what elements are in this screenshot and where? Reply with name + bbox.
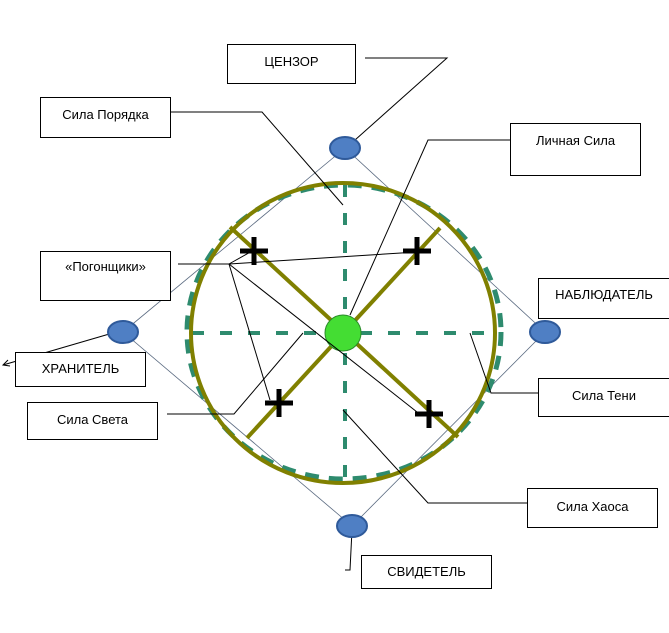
- node-observer: [529, 320, 561, 344]
- node-witness: [336, 514, 368, 538]
- dashed-circle: [184, 182, 504, 482]
- connector-drivers: [228, 263, 271, 401]
- label-chaos-force: Сила Хаоса: [527, 488, 658, 528]
- label-censor: ЦЕНЗОР: [227, 44, 356, 84]
- connectors: [1, 57, 538, 571]
- node-keeper: [107, 320, 139, 344]
- rhombus-edge: [344, 147, 546, 333]
- rhombus-edge: [122, 147, 346, 333]
- plus-icon: [240, 237, 268, 265]
- label-observer: НАБЛЮДАТЕЛЬ: [538, 278, 669, 319]
- connector-light: [167, 332, 304, 415]
- connector-shadow: [469, 332, 538, 394]
- label-drivers: «Погонщики»: [40, 251, 171, 301]
- label-witness: СВИДЕТЕЛЬ: [361, 555, 492, 589]
- connector-witness: [345, 529, 353, 571]
- label-shadow-force: Сила Тени: [538, 378, 669, 417]
- connector-order: [170, 111, 344, 206]
- center-point: [324, 314, 362, 352]
- connector-drivers: [228, 251, 418, 265]
- label-keeper: ХРАНИТЕЛЬ: [15, 352, 146, 387]
- plus-icon: [415, 400, 443, 428]
- connector-chaos: [342, 409, 527, 504]
- rhombus-edge: [122, 331, 353, 527]
- connector-censor: [354, 57, 449, 141]
- arrow-icon: [1, 359, 11, 367]
- connector-drivers: [228, 263, 418, 413]
- plus-marks: [240, 237, 443, 428]
- node-censor: [329, 136, 361, 160]
- label-order-force: Сила Порядка: [40, 97, 171, 138]
- main-circle: [189, 181, 497, 485]
- plus-icon: [265, 389, 293, 417]
- plus-icon: [403, 237, 431, 265]
- label-light-force: Сила Света: [27, 402, 158, 440]
- label-personal-force: Личная Сила: [510, 123, 641, 176]
- connector-personal: [349, 139, 510, 316]
